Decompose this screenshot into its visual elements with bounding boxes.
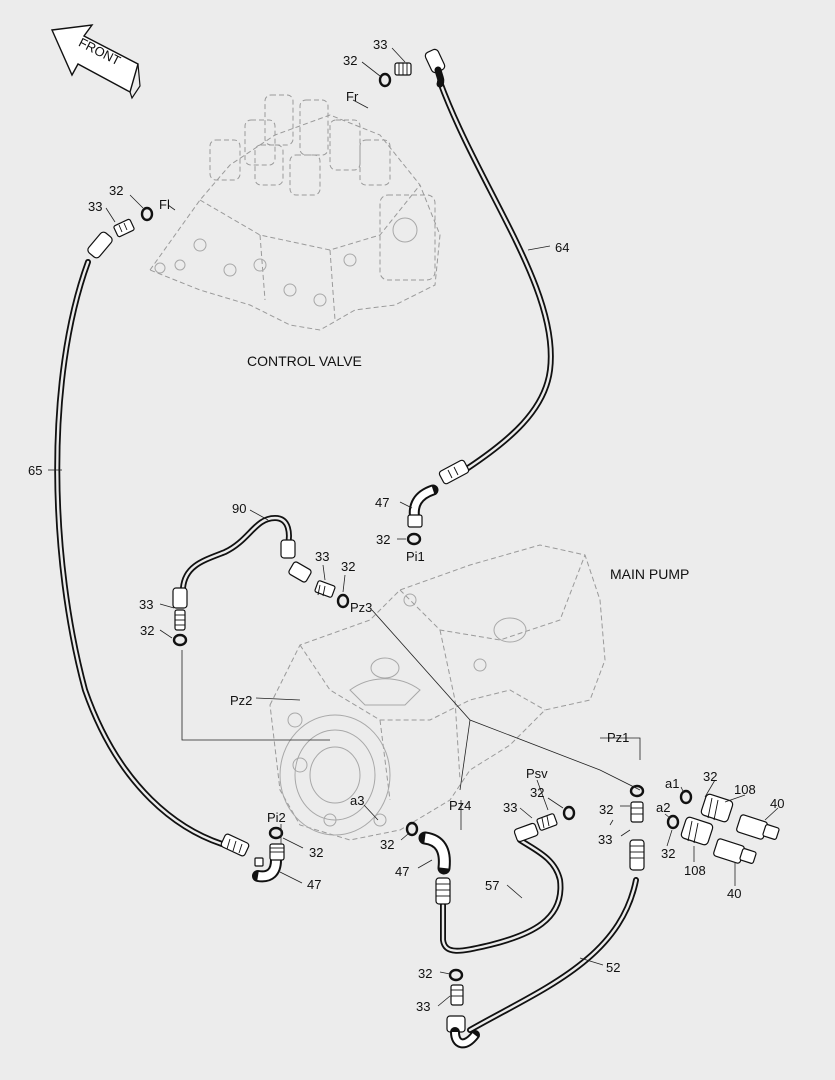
hose-52: [467, 877, 639, 1033]
callout-32: 32: [109, 183, 123, 198]
callout-65: 65: [28, 463, 42, 478]
port-a1: a1: [665, 776, 679, 791]
control-valve-label: CONTROL VALVE: [247, 353, 362, 369]
port-pi2: Pi2: [267, 810, 286, 825]
callout-32: 32: [599, 802, 613, 817]
callout-32: 32: [341, 559, 355, 574]
callout-57: 57: [485, 878, 499, 893]
callout-33: 33: [598, 832, 612, 847]
callout-52: 52: [606, 960, 620, 975]
fittings: [87, 48, 780, 1049]
o-rings: [140, 72, 693, 982]
port-pz1: Pz1: [607, 730, 629, 745]
callout-33: 33: [88, 199, 102, 214]
port-pz4: Pz4: [449, 798, 471, 813]
callout-33: 33: [139, 597, 153, 612]
callout-108: 108: [684, 863, 706, 878]
callout-32: 32: [530, 785, 544, 800]
callout-33: 33: [373, 37, 387, 52]
callout-32: 32: [661, 846, 675, 861]
front-arrow-icon: FRONT: [50, 24, 141, 100]
callout-33: 33: [315, 549, 329, 564]
callout-32: 32: [380, 837, 394, 852]
control-valve-outline: [149, 94, 441, 331]
callout-90: 90: [232, 501, 246, 516]
callout-32: 32: [140, 623, 154, 638]
leader-lines: [48, 47, 779, 1007]
port-fl: Fl: [159, 197, 170, 212]
callout-32: 32: [376, 532, 390, 547]
callout-32: 32: [343, 53, 357, 68]
port-fr: Fr: [346, 89, 359, 104]
callout-40: 40: [727, 886, 741, 901]
hose-65: [54, 259, 225, 847]
callout-32: 32: [309, 845, 323, 860]
callout-47: 47: [395, 864, 409, 879]
callout-47: 47: [307, 877, 321, 892]
port-pi1: Pi1: [406, 549, 425, 564]
port-psv: Psv: [526, 766, 548, 781]
callout-33: 33: [503, 800, 517, 815]
callout-47: 47: [375, 495, 389, 510]
callout-33: 33: [416, 999, 430, 1014]
callout-40: 40: [770, 796, 784, 811]
port-a3: a3: [350, 793, 364, 808]
hose-57: [440, 837, 564, 954]
callout-32: 32: [418, 966, 432, 981]
callout-64: 64: [555, 240, 569, 255]
callout-32: 32: [703, 769, 717, 784]
port-a2: a2: [656, 800, 670, 815]
main-pump-label: MAIN PUMP: [610, 566, 689, 582]
main-pump-outline: [269, 544, 606, 841]
hose-90: [180, 515, 292, 591]
port-pz3: Pz3: [350, 600, 372, 615]
port-pz2: Pz2: [230, 693, 252, 708]
callout-108: 108: [734, 782, 756, 797]
hose-64: [437, 79, 554, 471]
